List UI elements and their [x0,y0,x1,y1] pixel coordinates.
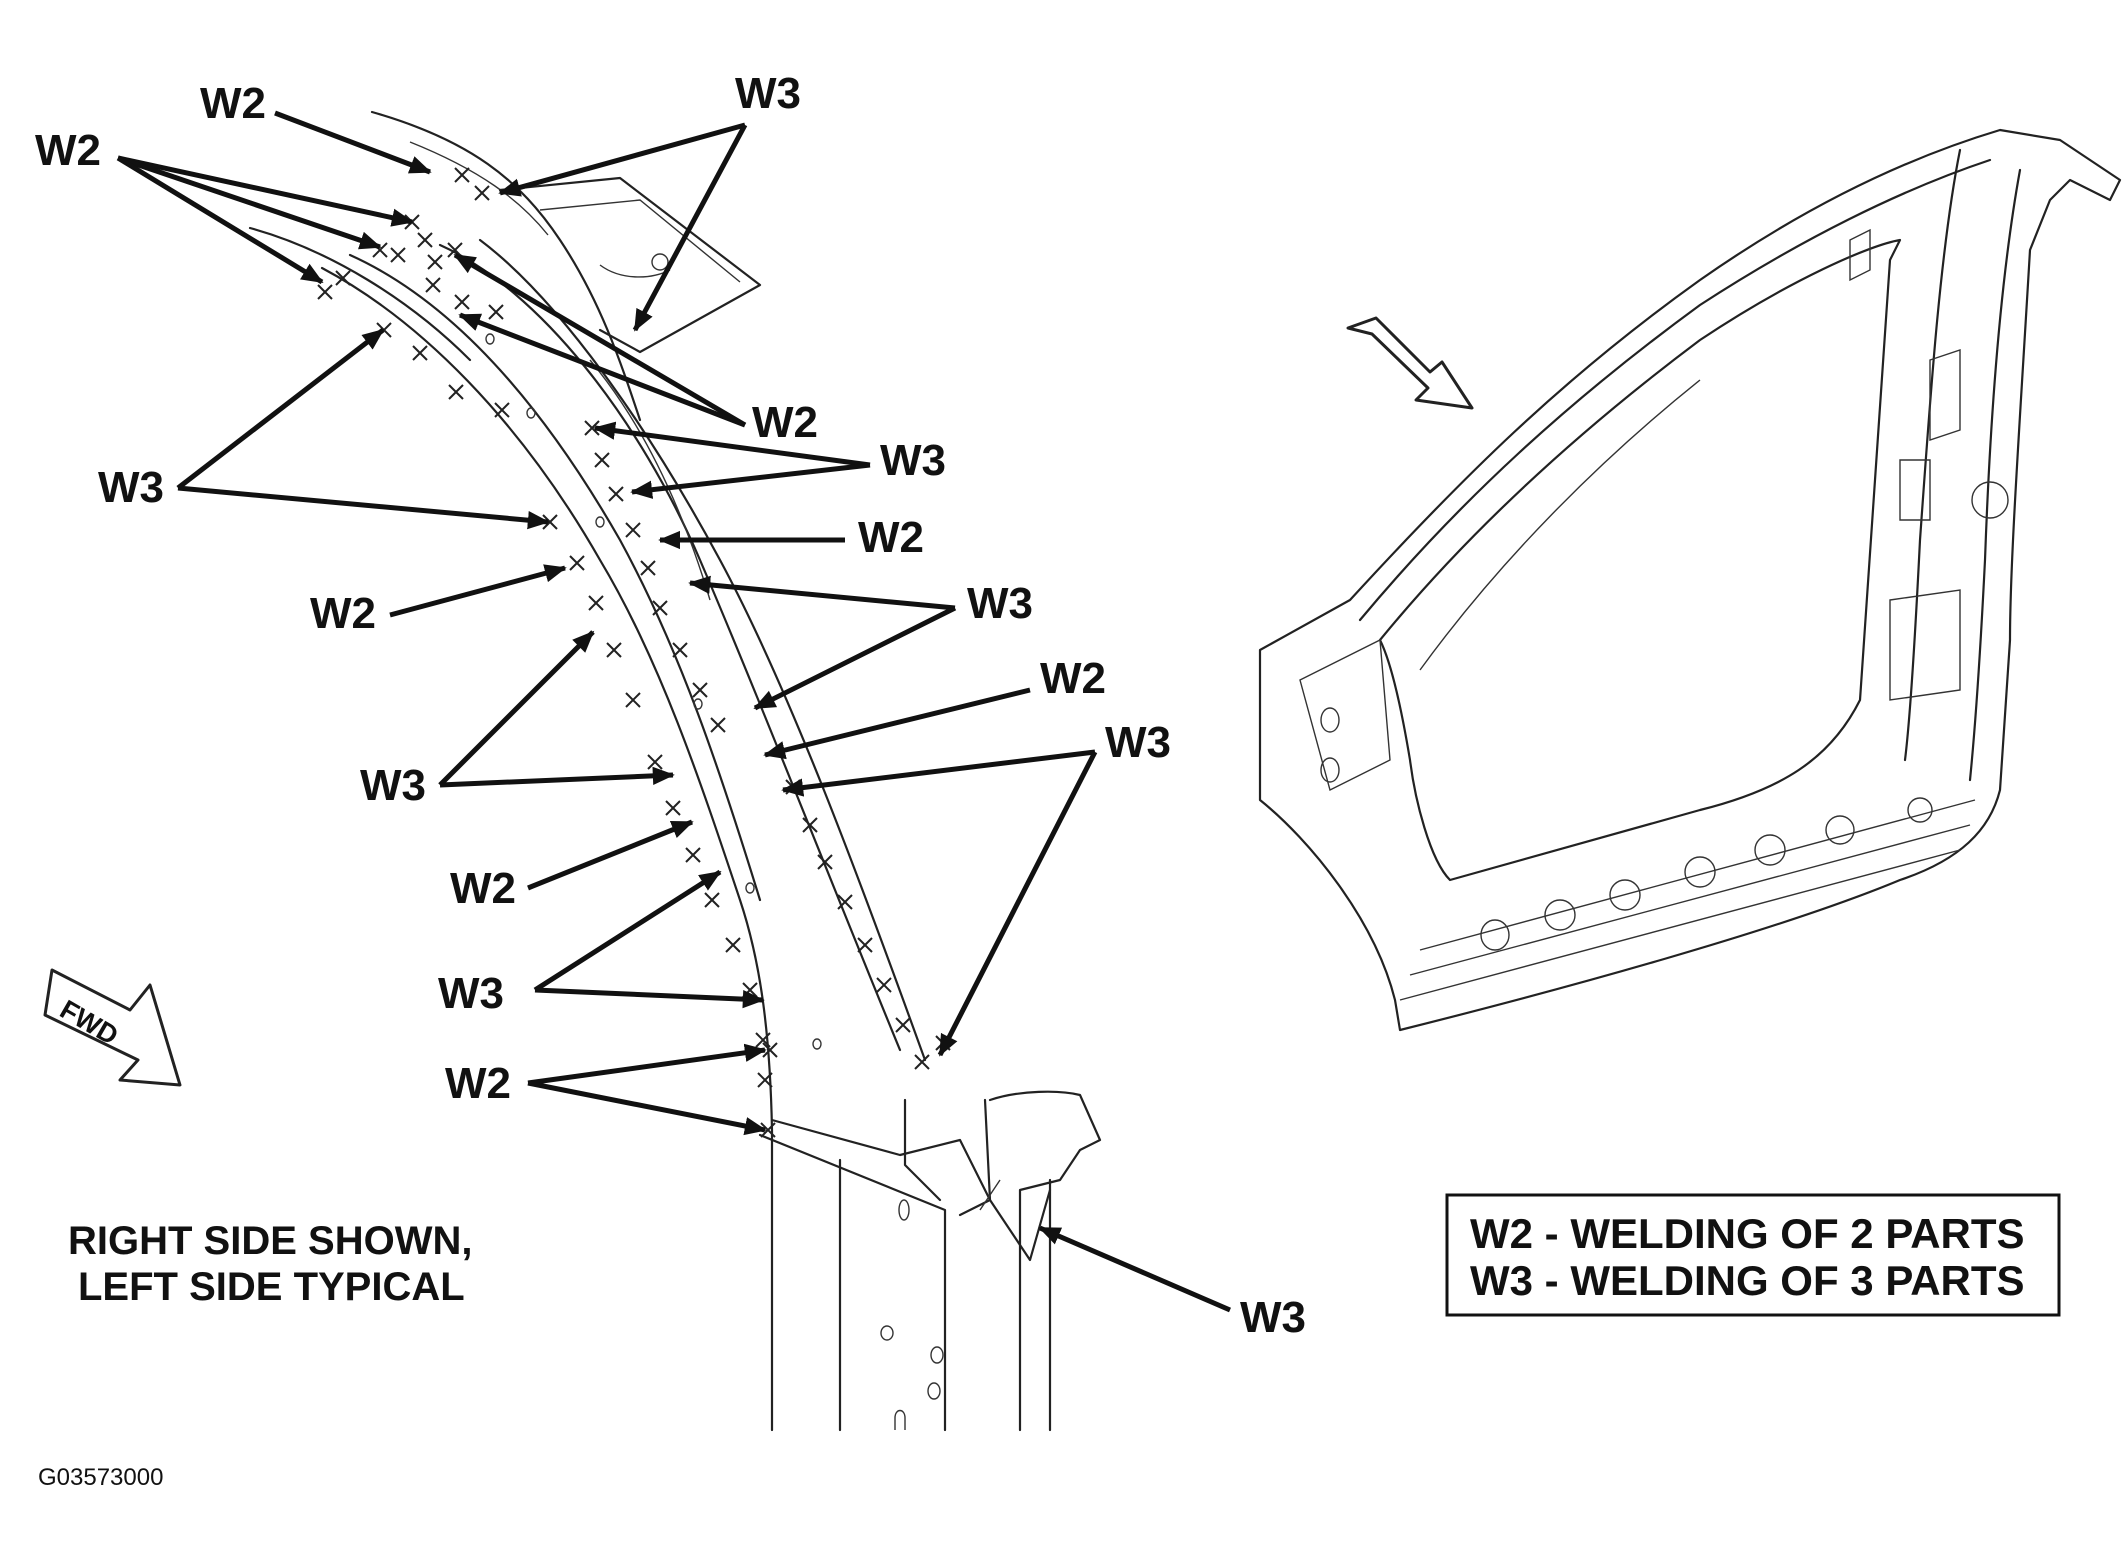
weld-mark [710,717,726,733]
weld-mark [417,232,433,248]
callout-arrow [453,252,747,428]
weld-mark [685,847,701,863]
weld-mark [762,1042,778,1058]
callout-arrow [937,750,1098,1057]
weld-mark [390,247,406,263]
label-w2: W2 [1040,654,1106,703]
figure-code: G03573000 [38,1464,163,1491]
weld-mark [488,304,504,320]
callout-arrow [1038,1225,1231,1313]
weld-mark [652,600,668,616]
label-w3: W3 [735,69,801,118]
label-w2: W2 [445,1059,511,1108]
callout-arrow [439,766,675,788]
callout-arrow [498,122,746,197]
weld-mark [625,692,641,708]
callout-arrow [176,328,385,490]
label-w2: W2 [200,79,266,128]
side-note: RIGHT SIDE SHOWN, LEFT SIDE TYPICAL [68,1219,472,1309]
weld-mark [914,1054,930,1070]
callout-arrow [274,110,432,175]
weld-mark [594,452,610,468]
weld-mark [672,642,688,658]
weld-mark [454,167,470,183]
fwd-arrow-icon: FWD [43,968,182,1087]
legend-line-w2: W2 - WELDING OF 2 PARTS [1470,1210,2025,1257]
weld-mark [857,937,873,953]
callout-arrow [389,564,567,618]
callout-arrow [534,987,765,1009]
weld-mark [895,1017,911,1033]
weld-mark [625,522,641,538]
weld-mark [640,560,656,576]
label-w3: W3 [360,761,426,810]
weld-mark [412,345,428,361]
weld-mark [474,185,490,201]
callout-labels: W2 W2 W3 W2 W3 W3 W2 W2 W3 W2 W3 W3 W2 W… [35,69,1306,1342]
weld-mark [692,682,708,698]
weld-mark [725,937,741,953]
callout-arrow [527,819,694,891]
callout-arrow [632,123,748,332]
weld-mark [317,284,333,300]
callout-arrows [116,110,1231,1313]
callout-arrow [458,312,746,428]
label-w3: W3 [98,463,164,512]
label-w2: W2 [858,513,924,562]
view-direction-arrow-icon [1346,316,1474,410]
note-line-1: RIGHT SIDE SHOWN, [68,1219,472,1263]
weld-points [317,167,951,1138]
label-w3: W3 [880,436,946,485]
label-w3: W3 [967,579,1033,628]
weld-mark [665,800,681,816]
note-line-2: LEFT SIDE TYPICAL [78,1265,465,1309]
callout-arrow [117,155,414,227]
weld-mark [425,277,441,293]
callout-arrow [527,1080,767,1136]
legend-box [1445,1193,2061,1317]
weld-mark [494,402,510,418]
weld-mark [757,1072,773,1088]
weld-mark [588,595,604,611]
weld-mark [448,384,464,400]
weld-mark [427,254,443,270]
callout-arrow [763,687,1031,760]
label-w2: W2 [310,589,376,638]
callout-arrow [177,485,550,530]
callout-arrow [753,605,957,711]
weld-mark [802,817,818,833]
weld-mark [704,892,720,908]
label-w3: W3 [1105,718,1171,767]
label-w3: W3 [438,969,504,1018]
label-w2: W2 [752,398,818,447]
callout-arrow [688,575,956,611]
callout-arrow [781,749,1096,797]
weld-mark [454,294,470,310]
label-w2: W2 [450,864,516,913]
callout-arrow [116,155,324,285]
weld-legend: W2 - WELDING OF 2 PARTS W3 - WELDING OF … [1445,1193,2061,1317]
weld-mark [876,977,892,993]
weld-mark [608,486,624,502]
weld-mark [742,982,758,998]
weld-mark [335,270,351,286]
weld-mark [817,854,833,870]
callout-arrow [117,155,382,250]
legend-line-w3: W3 - WELDING OF 3 PARTS [1470,1257,2025,1304]
label-w3: W3 [1240,1293,1306,1342]
weld-mark [837,894,853,910]
callout-arrow [630,462,871,499]
callout-arrow [438,630,595,787]
a-pillar-detail [248,110,1102,1432]
callout-arrow [527,1043,767,1086]
weld-mark [606,642,622,658]
callout-arrow [533,869,722,993]
body-side-overview [1258,128,2122,1032]
weld-mark [569,555,585,571]
label-w2: W2 [35,126,101,175]
callout-arrow [593,421,871,468]
weld-mark [647,754,663,770]
